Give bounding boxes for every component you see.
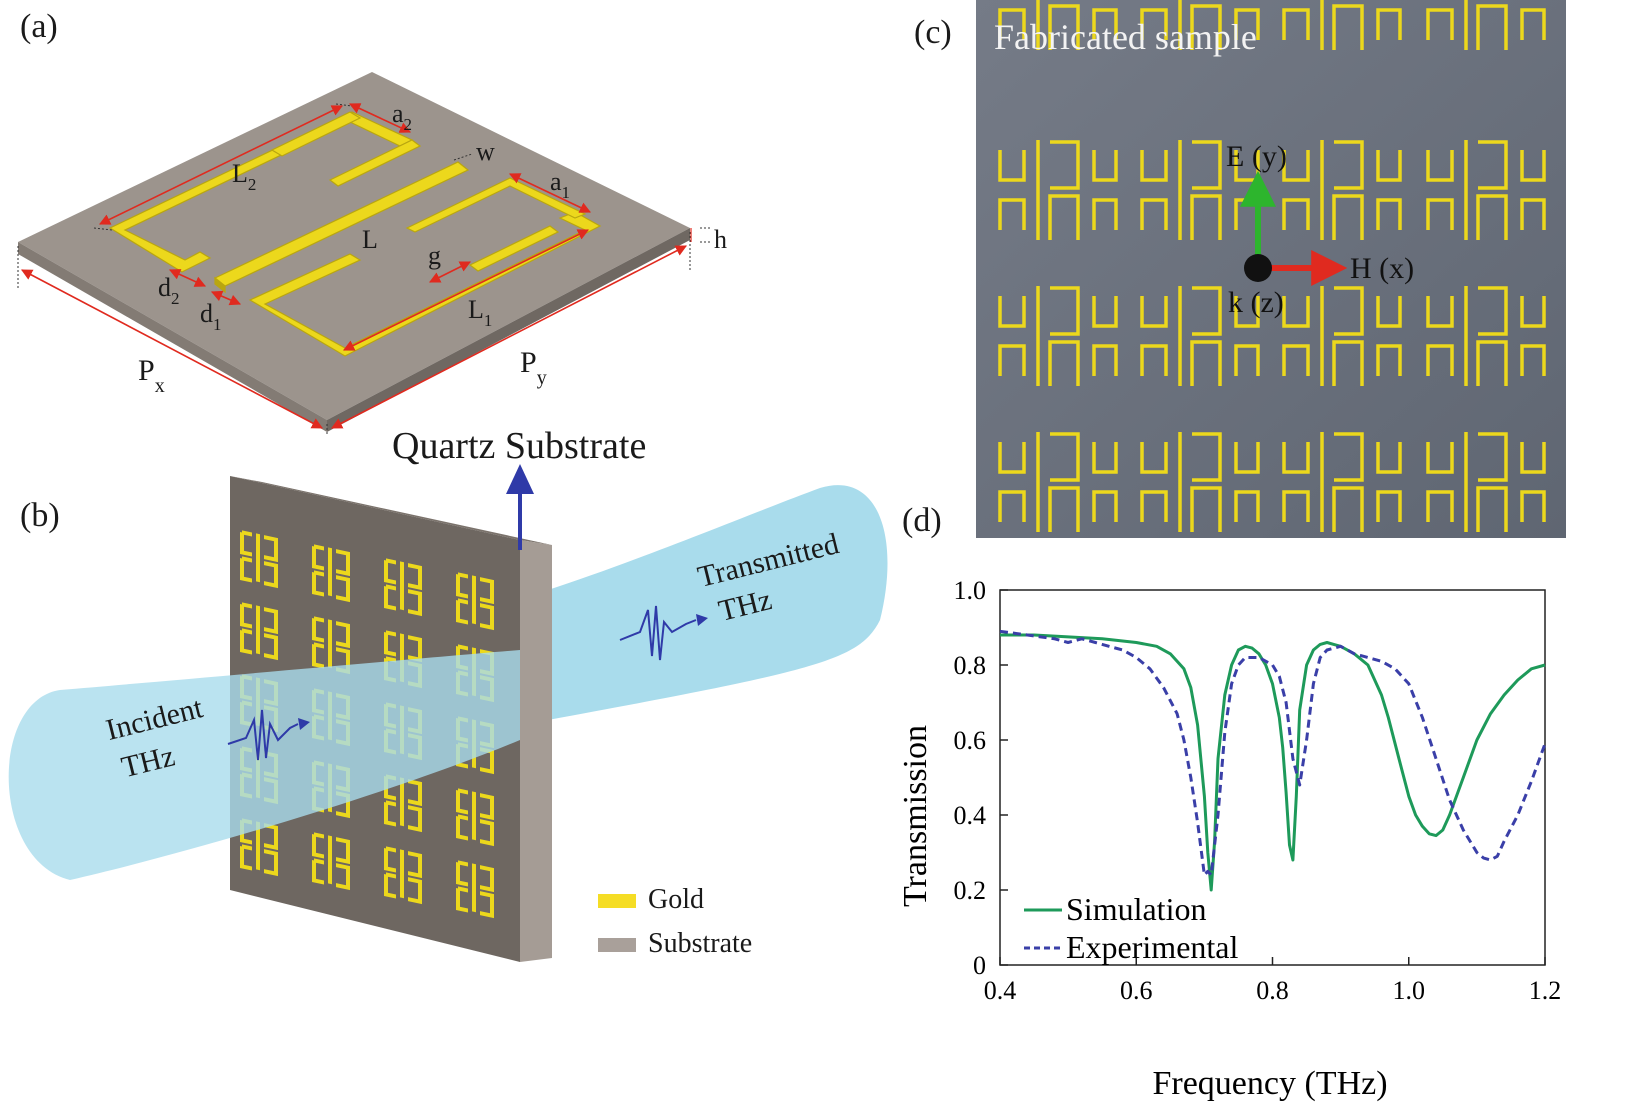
slab-side-face (520, 540, 552, 962)
legend-substrate-swatch (598, 938, 636, 952)
dim-d2: d (158, 273, 171, 302)
dim-L2: L (232, 159, 248, 188)
photo-unit-cell (1282, 286, 1402, 386)
panel-c-label: (c) (914, 14, 952, 51)
y-tick-label: 0.4 (954, 801, 987, 830)
series-simulation-line (1000, 633, 1546, 892)
svg-text:L2: L2 (232, 159, 256, 194)
photo-unit-cell (1426, 140, 1546, 240)
dimension-labels: a2 w a1 L2 L h g d2 d1 L1 Px Py (138, 99, 727, 397)
y-tick-label: 0.2 (954, 876, 987, 905)
chart-series (999, 629, 1547, 892)
photo-unit-cell (1282, 0, 1402, 50)
svg-text:a1: a1 (550, 167, 570, 202)
photo-unit-cell (1140, 432, 1260, 532)
photo-unit-cell (1140, 0, 1260, 50)
k-vector-label: k (z) (1228, 286, 1284, 319)
slab-unit-cell (384, 558, 422, 617)
slab-unit-cell (312, 544, 350, 603)
chart-legend: Simulation Experimental (1024, 891, 1238, 965)
legend-sim-label: Simulation (1066, 891, 1206, 927)
photo-unit-cell (1426, 432, 1546, 532)
dim-L: L (362, 225, 378, 254)
photo-unit-cell (998, 0, 1118, 50)
svg-text:L1: L1 (468, 295, 492, 330)
dim-g: g (428, 241, 441, 270)
y-axis-label: Transmission (897, 725, 934, 907)
slab-unit-cell (456, 572, 494, 631)
slab-unit-cell (456, 788, 494, 847)
photo-unit-cell (1426, 286, 1546, 386)
legend-gold-swatch (598, 894, 636, 908)
dim-Py: P (520, 346, 537, 379)
legend-gold-label: Gold (648, 884, 704, 915)
dim-d1: d (200, 299, 213, 328)
slab-unit-cell (384, 846, 422, 905)
photo-unit-cell (1140, 140, 1260, 240)
dim-h: h (714, 225, 727, 254)
photo-unit-cell (1282, 140, 1402, 240)
fabricated-sample-photo (976, 0, 1566, 538)
y-tick-label: 1.0 (954, 576, 987, 605)
setup-diagram (8, 464, 888, 962)
fabricated-sample-caption: Fabricated sample (994, 17, 1257, 57)
x-axis-label: Frequency (THz) (1152, 1065, 1387, 1102)
dim-L1: L (468, 295, 484, 324)
y-tick-label: 0 (973, 951, 986, 980)
e-field-label: E (y) (1226, 140, 1287, 173)
incident-beam (8, 650, 521, 880)
dim-a2: a (392, 99, 404, 128)
slab-unit-cell (240, 530, 278, 589)
x-tick-label: 0.8 (1256, 976, 1289, 1005)
x-tick-label: 0.4 (984, 976, 1017, 1005)
photo-unit-cell (998, 140, 1118, 240)
transmitted-pulse-icon (619, 605, 697, 661)
series-experimental-line (999, 629, 1547, 877)
transmission-chart: 0.4 0.6 0.8 1.0 1.2 0 0.2 0.4 0.6 0.8 1.0 Frequenc… (897, 576, 1562, 1102)
transmitted-pulse-arrow (696, 614, 708, 626)
photo-unit-cell (1140, 286, 1260, 386)
k-vector-dot (1244, 254, 1272, 282)
legend-substrate-label: Substrate (648, 928, 753, 959)
x-tick-label: 1.2 (1529, 976, 1562, 1005)
slab-unit-cell (312, 832, 350, 891)
unit-cell-diagram: a2 w a1 L2 L h g d2 d1 L1 Px Py (17, 72, 727, 436)
quartz-substrate-title: Quartz Substrate (392, 425, 647, 467)
panel-d-label: (d) (902, 502, 942, 539)
dim-Px: P (138, 354, 155, 387)
svg-text:Px: Px (138, 354, 165, 397)
y-tick-label: 0.6 (954, 726, 987, 755)
svg-text:d2: d2 (158, 273, 180, 308)
svg-text:Py: Py (520, 346, 547, 389)
svg-text:d1: d1 (200, 299, 222, 334)
photo-gold-pattern (998, 0, 1546, 532)
panel-b-label: (b) (20, 497, 60, 534)
incident-pulse-icon (227, 709, 299, 761)
h-field-label: H (x) (1350, 252, 1415, 285)
transmitted-beam (548, 485, 888, 720)
chart-tick-labels: 0.4 0.6 0.8 1.0 1.2 0 0.2 0.4 0.6 0.8 1.0 (954, 576, 1562, 1005)
photo-unit-cell (1426, 0, 1546, 50)
incident-pulse-arrow (298, 718, 310, 730)
photo-unit-cell (998, 286, 1118, 386)
x-tick-label: 0.6 (1120, 976, 1153, 1005)
dim-w: w (476, 137, 495, 166)
legend-exp-label: Experimental (1066, 929, 1238, 965)
y-tick-label: 0.8 (954, 651, 987, 680)
slab-top-face (230, 476, 552, 545)
slab-unit-cell (240, 602, 278, 661)
svg-text:a2: a2 (392, 99, 412, 134)
dim-a1: a (550, 167, 562, 196)
photo-unit-cell (1282, 432, 1402, 532)
dimension-ticks (17, 103, 712, 436)
dimension-arrows (21, 103, 692, 429)
slab-unit-cell (456, 860, 494, 919)
substrate-pointer-head (506, 464, 534, 494)
chart-axes (999, 589, 1546, 966)
x-tick-label: 1.0 (1393, 976, 1426, 1005)
panel-a-label: (a) (20, 8, 58, 45)
photo-unit-cell (998, 432, 1118, 532)
